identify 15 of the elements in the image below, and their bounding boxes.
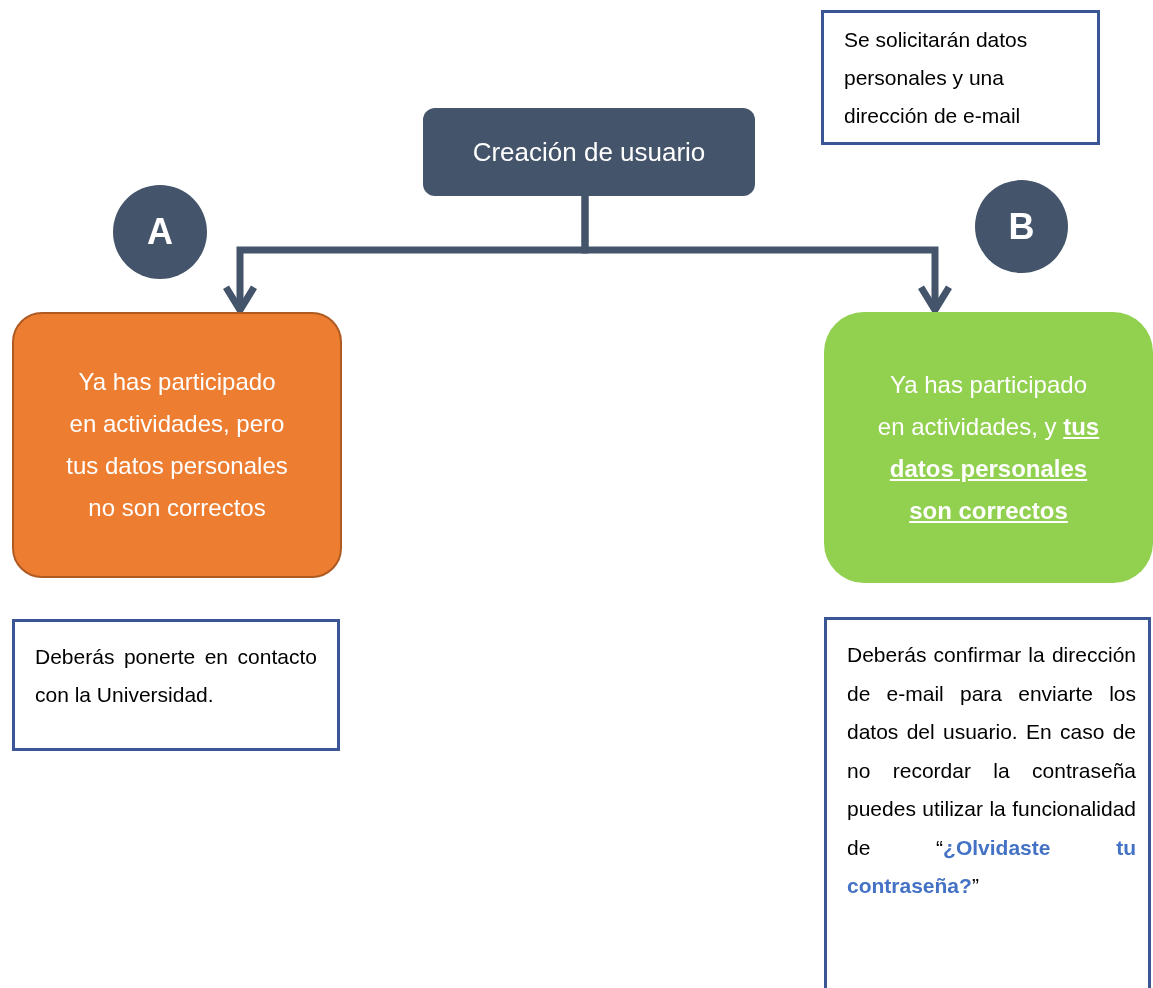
node-text: Se solicitarán datos personales y una dirección de e-mail — [844, 26, 1029, 129]
node-text: Ya has participado en actividades, pero tus datos personales no son correctos — [65, 367, 289, 523]
option-box — [12, 312, 342, 578]
arrow — [581, 196, 953, 314]
option-box — [824, 312, 1153, 583]
note-box — [12, 619, 340, 751]
node-text: Ya has participado en actividades, y tus datos personales son correctos — [876, 369, 1101, 526]
note-box — [824, 617, 1151, 988]
process-box — [423, 108, 755, 196]
note-box — [821, 10, 1100, 145]
node-text: Deberás confirmar la dirección de e-mail para enviarte los datos del usuario. En caso de no recordar la contraseña puedes utilizar la funcionalidad de “¿Olvidaste tu contraseña?” — [847, 642, 1136, 899]
node-text: Deberás ponerte en contacto con la Universidad. — [35, 644, 317, 708]
node-text: Creación de usuario — [472, 135, 706, 169]
node-text: A — [147, 210, 173, 254]
node-text: B — [1008, 204, 1035, 249]
